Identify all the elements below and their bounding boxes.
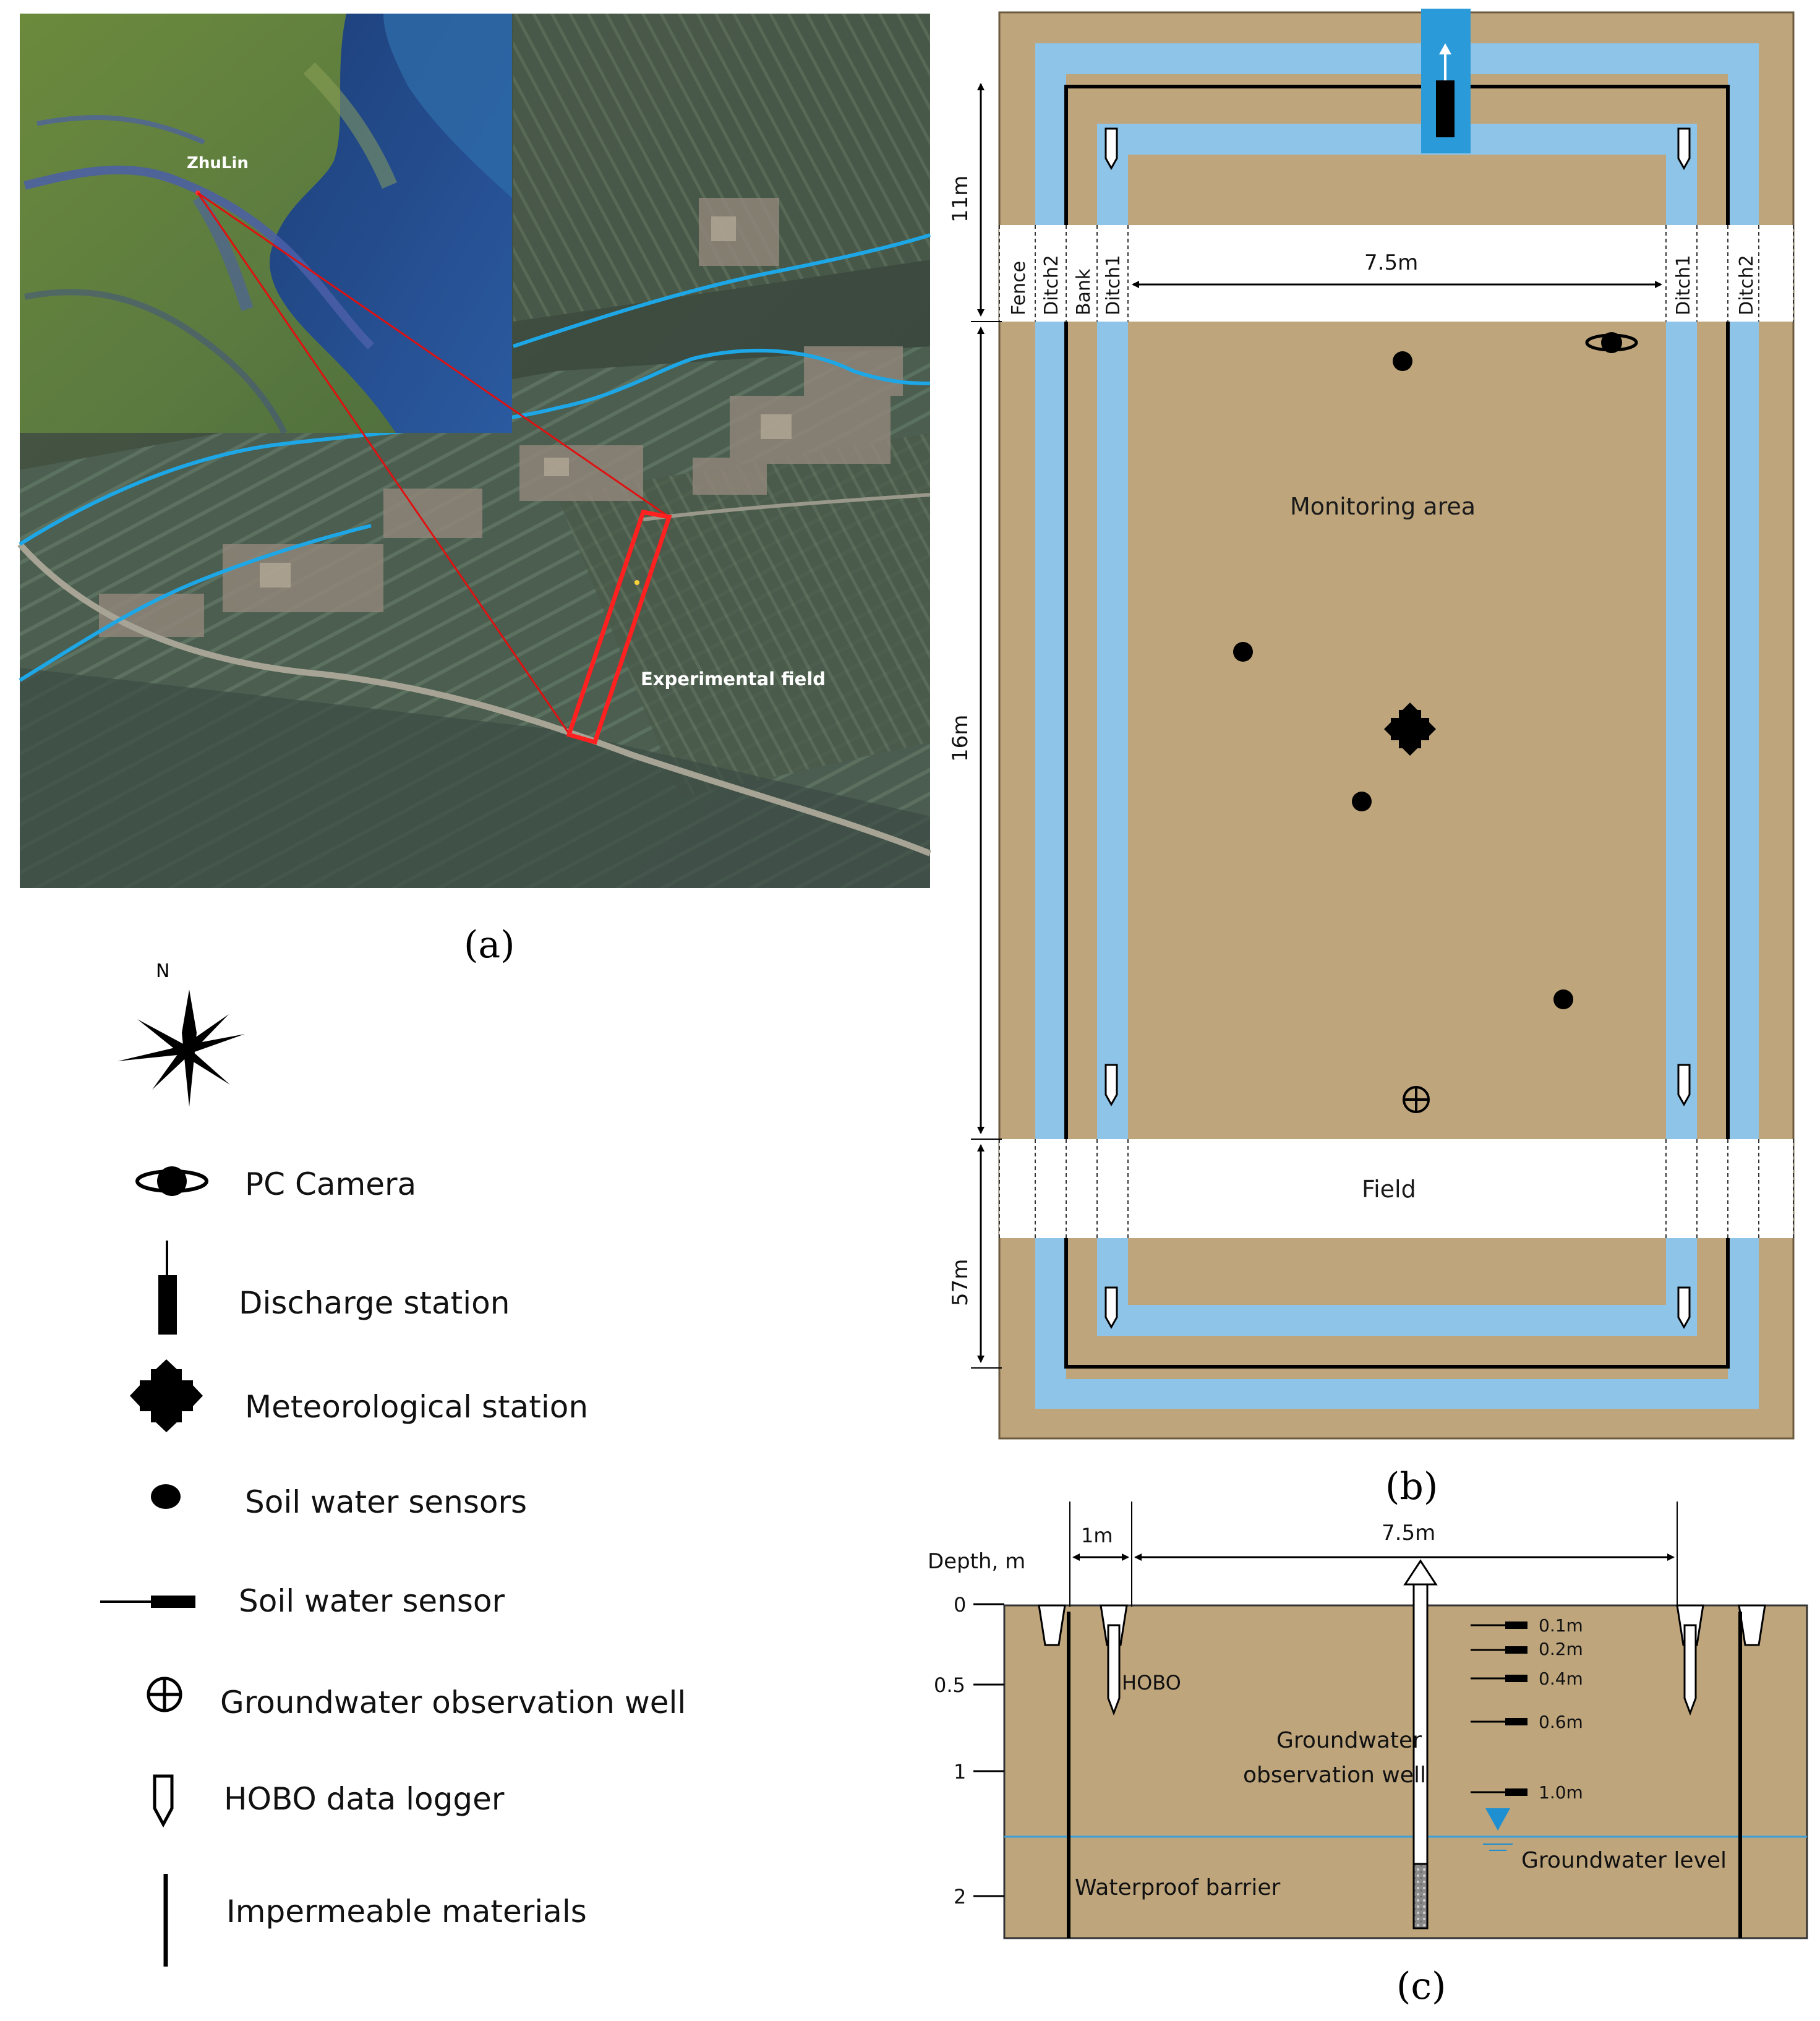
discharge-station-marker [1436, 43, 1455, 137]
legend-label-soil-water-sensors: Soil water sensors [245, 1484, 527, 1520]
strip-label-bank: Bank [1073, 268, 1095, 315]
groundwater-level-marker [1483, 1808, 1513, 1851]
monitoring-area-label: Monitoring area [1290, 493, 1476, 520]
north-arrow-icon: N [117, 960, 245, 1107]
hobo-logger-sw [1104, 1286, 1118, 1330]
sensor-depth-0-1: 0.1m [1539, 1615, 1583, 1636]
legend-item-impermeable-materials: Impermeable materials [163, 1874, 587, 1967]
observation-well [1403, 1559, 1438, 1929]
hobo-logger-sw-mid [1104, 1064, 1118, 1107]
cross-section: HOBO Waterproof barrier Groundwater obse… [928, 1502, 1808, 1939]
depth-tick-2: 2 [954, 1885, 966, 1908]
legend: N PC Camera Discharge station [100, 960, 686, 1967]
hobo-section-left [1107, 1624, 1121, 1716]
soil-water-sensor-icon [100, 1596, 195, 1608]
hobo-logger-icon [153, 1774, 174, 1828]
legend-label-soil-water-sensor: Soil water sensor [239, 1583, 505, 1619]
legend-item-hobo-logger: HOBO data logger [153, 1774, 505, 1828]
experimental-field-label: Experimental field [641, 669, 826, 690]
strip-label-ditch2-left: Ditch2 [1041, 255, 1062, 315]
sensor-depth-0-6: 0.6m [1539, 1712, 1583, 1732]
groundwater-well-marker [1403, 1086, 1430, 1113]
legend-item-discharge-station: Discharge station [158, 1241, 510, 1335]
pc-camera-marker [1585, 332, 1638, 353]
legend-item-soil-water-sensors: Soil water sensors [151, 1484, 527, 1520]
pc-camera-icon [135, 1166, 208, 1196]
sensor-depth-0-4: 0.4m [1539, 1668, 1583, 1689]
soil-water-sensor-dot-4 [1553, 989, 1573, 1009]
dim-label-57m: 57m [948, 1259, 973, 1306]
soil-water-sensor-dot-1 [1393, 351, 1412, 371]
soil-water-sensor-dot-3 [1352, 792, 1372, 811]
well-label-line1: Groundwater [1276, 1728, 1422, 1753]
depth-tick-1: 1 [954, 1760, 966, 1784]
depth-tick-0: 0 [954, 1593, 966, 1617]
meteorological-station-marker [1384, 703, 1436, 756]
legend-label-hobo-logger: HOBO data logger [224, 1781, 505, 1817]
plan-view: Fence Ditch2 Bank Ditch1 Ditch1 Ditch2 7… [948, 9, 1795, 1440]
hobo-section-right [1683, 1624, 1697, 1716]
legend-item-groundwater-well: Groundwater observation well [147, 1677, 686, 1720]
panel-label-a: (a) [464, 923, 515, 967]
ditch2-right [1738, 1604, 1766, 1646]
hobo-logger-ne [1677, 127, 1691, 171]
field-label: Field [1362, 1176, 1416, 1203]
sensor-depth-0-2: 0.2m [1539, 1639, 1583, 1659]
strip-label-ditch2-right: Ditch2 [1736, 255, 1758, 315]
strip-label-ditch1-right: Ditch1 [1673, 255, 1694, 315]
legend-label-pc-camera: PC Camera [245, 1166, 416, 1202]
location-inset-map: ZhuLin [20, 14, 512, 435]
legend-label-discharge-station: Discharge station [239, 1285, 510, 1321]
legend-label-meteorological-station: Meteorological station [245, 1389, 588, 1425]
dim-label-16m: 16m [948, 715, 973, 762]
hobo-logger-nw [1104, 127, 1118, 171]
hobo-section-label: HOBO [1122, 1671, 1181, 1694]
sensor-profile [1471, 1622, 1527, 1796]
depth-tick-0-5: 0.5 [934, 1673, 965, 1697]
waterproof-barrier-label: Waterproof barrier [1075, 1875, 1280, 1900]
groundwater-level-label: Groundwater level [1521, 1848, 1727, 1873]
dim-label-1m: 1m [1081, 1524, 1113, 1547]
meteorological-station-icon [130, 1359, 203, 1432]
strip-label-ditch1-left: Ditch1 [1103, 255, 1124, 315]
satellite-map: ZhuLin Experimental field [17, 14, 931, 888]
soil-water-sensors-icon [151, 1484, 181, 1509]
dim-label-11m: 11m [948, 176, 973, 223]
experimental-field-outline [566, 509, 672, 745]
discharge-station-icon [158, 1241, 177, 1335]
panel-label-c: (c) [1396, 1965, 1446, 2008]
ditch2-left [1038, 1604, 1066, 1646]
dim-label-7-5m: 7.5m [1382, 1521, 1435, 1545]
depth-axis-title: Depth, m [928, 1549, 1025, 1574]
hobo-logger-se-mid [1677, 1064, 1691, 1107]
groundwater-well-icon [147, 1677, 182, 1712]
width-label: 7.5m [1364, 250, 1418, 275]
well-label-line2: observation well [1243, 1762, 1426, 1788]
hobo-logger-se [1677, 1286, 1691, 1330]
sensor-depth-1-0: 1.0m [1539, 1782, 1583, 1803]
panel-label-b: (b) [1385, 1465, 1438, 1508]
legend-item-soil-water-sensor: Soil water sensor [100, 1583, 505, 1619]
legend-item-meteorological-station: Meteorological station [130, 1359, 588, 1432]
north-label: N [156, 960, 169, 982]
strip-label-fence: Fence [1008, 261, 1030, 315]
soil-water-sensor-dot-2 [1233, 642, 1253, 662]
legend-label-impermeable-materials: Impermeable materials [226, 1894, 587, 1929]
legend-label-groundwater-well: Groundwater observation well [220, 1685, 686, 1720]
legend-item-pc-camera: PC Camera [135, 1166, 416, 1202]
map-place-label: ZhuLin [187, 154, 249, 173]
